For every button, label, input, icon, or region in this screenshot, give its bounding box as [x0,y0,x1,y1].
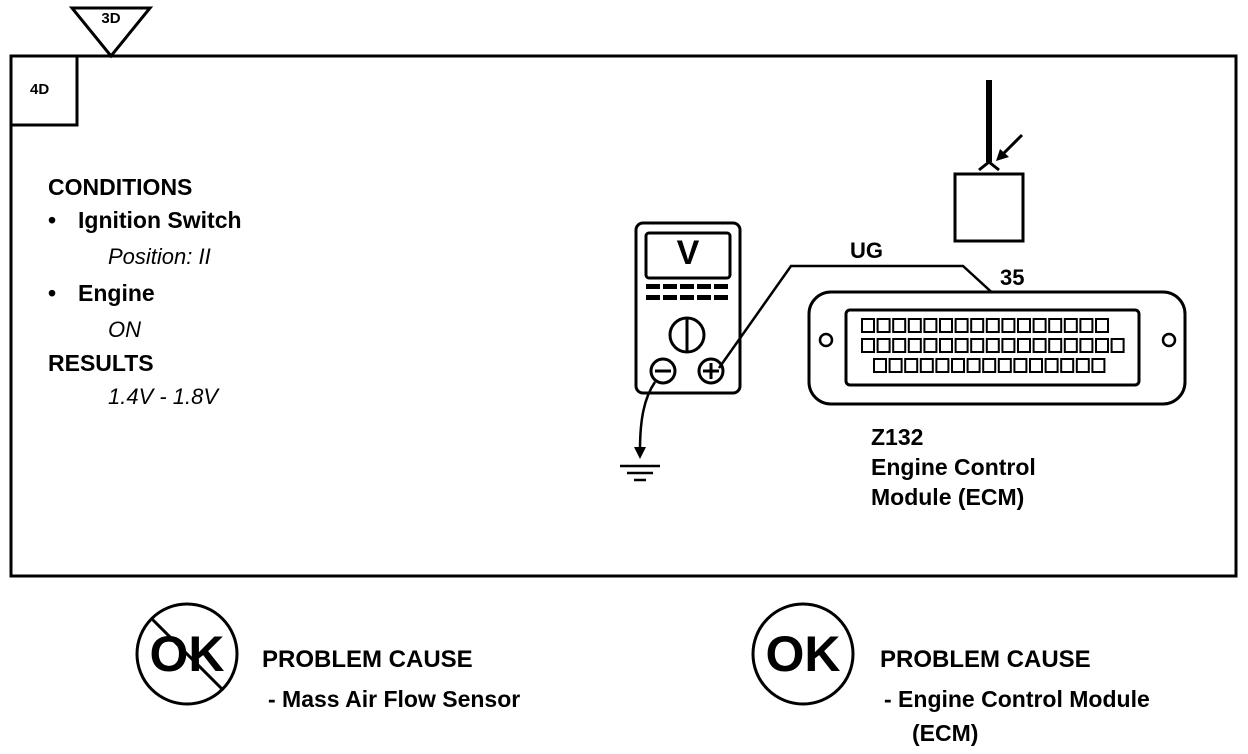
step-from-triangle [68,6,154,59]
ecm-pin-rows [861,318,1125,373]
ecm-pin [892,318,907,333]
ecm-pin [1048,338,1063,353]
ecm-mount-hole-left [818,332,834,348]
ecm-pin [1032,338,1047,353]
condition-bullet-2: • [48,280,57,306]
ecm-pin [1017,318,1031,333]
ecm-pin [861,338,875,353]
ecm-pin [1032,318,1047,333]
condition-bullet-1: • [48,207,57,233]
ecm-pin [1044,358,1059,373]
ok-cause-item-line2: (ECM) [912,720,979,746]
ecm-pin [1029,358,1043,373]
condition-value-position: Position: II [108,244,211,269]
main-frame [9,54,1238,578]
ecm-pin [982,358,997,373]
ecm-pin [954,318,969,333]
ecm-pin [876,338,891,353]
ecm-pin [1079,338,1094,353]
not-ok-cause-heading: PROBLEM CAUSE [262,646,473,673]
ecm-pin [919,358,934,373]
ecm-pin [1001,318,1016,333]
not-ok-symbol: OK [135,602,239,706]
ecm-pin [939,318,953,333]
wire-color-label: UG [850,238,883,263]
ok-cause-heading: PROBLEM CAUSE [880,646,1091,673]
ecm-pin [1063,318,1078,333]
ecm-pin [907,338,922,353]
results-value: 1.4V - 1.8V [108,384,219,409]
step-tag-box [9,54,79,127]
conditions-heading: CONDITIONS [48,174,193,200]
ecm-pin [966,358,981,373]
ecm-pin [892,338,907,353]
step-tag-label: 4D [30,81,50,98]
ecm-pin [1095,338,1109,353]
ground-icon [620,464,660,482]
ecm-pin [1048,318,1063,333]
ecm-pin [970,318,985,333]
sensor-connector [953,172,1025,243]
ecm-pin [951,358,965,373]
condition-value-on: ON [108,317,141,342]
results-heading: RESULTS [48,350,154,376]
not-ok-cause-item: - Mass Air Flow Sensor [268,686,521,712]
ecm-pin [1075,358,1090,373]
ecm-pin [985,338,1000,353]
ok-cause-item-line1: - Engine Control Module [884,686,1150,712]
not-ok-slash [150,617,224,691]
ecm-pin [997,358,1012,373]
ecm-pin [904,358,919,373]
ecm-pin [1060,358,1075,373]
ecm-pin [923,318,938,333]
meter-buttons [646,284,728,300]
ecm-pin [985,318,1000,333]
ecm-pin [873,358,887,373]
ground-arrow [634,447,646,459]
sensor-wire-split [978,160,1000,172]
ecm-pin [1091,358,1106,373]
ecm-pin [907,318,922,333]
ecm-pin [1013,358,1028,373]
ecm-pin [876,318,891,333]
ecm-pin [1017,338,1031,353]
ecm-pin [970,338,985,353]
condition-label-ignition: Ignition Switch [78,207,242,233]
step-from-label: 3D [101,10,121,27]
ecm-pin [954,338,969,353]
ok-symbol: OK [751,602,855,706]
ecm-pin [1110,338,1125,353]
ecm-pin [861,318,875,333]
ecm-pin [935,358,950,373]
ecm-pin [1079,318,1094,333]
condition-label-engine: Engine [78,280,155,306]
ecm-name-line1: Engine Control [871,454,1036,480]
ground-lead [638,381,657,451]
ecm-pin [939,338,953,353]
ecm-code: Z132 [871,424,924,450]
ecm-pin [1063,338,1078,353]
meter-screen [644,231,732,280]
ecm-pin [1001,338,1016,353]
meter-display-text: V [676,234,700,272]
ok-symbol-text: OK [766,626,841,682]
ecm-mount-hole-right [1161,332,1177,348]
pin-number-label: 35 [1000,265,1025,290]
probe-arrow-head [996,149,1009,161]
ecm-pin [1095,318,1109,333]
multimeter [634,221,742,395]
ecm-connector [807,290,1187,406]
ecm-pin [923,338,938,353]
ecm-name-line2: Module (ECM) [871,484,1025,510]
ecm-pin [888,358,903,373]
